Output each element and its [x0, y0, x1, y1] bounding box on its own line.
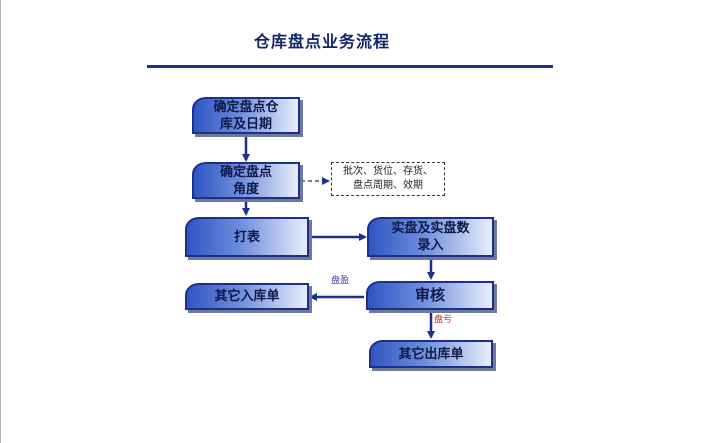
node-confirm-warehouse-date-line1: 确定盘点仓: [213, 99, 279, 115]
diagram-title: 仓库盘点业务流程: [254, 32, 391, 51]
node-confirm-angle-line1: 确定盘点: [219, 164, 272, 180]
node-actual-count-entry-line2: 录入: [417, 238, 444, 253]
node-confirm-warehouse-date-line2: 库及日期: [219, 116, 272, 132]
node-audit: 审核: [366, 281, 494, 310]
node-other-inbound-order: 其它入库单: [185, 283, 309, 310]
title-underline: [147, 65, 553, 68]
node-print-sheet: 打表: [185, 217, 309, 257]
node-actual-count-entry-line1: 实盘及实盘数: [391, 221, 470, 236]
note-line2: 盘点周期、效期: [353, 180, 423, 191]
left-border-line: [0, 0, 1, 443]
node-confirm-angle: 确定盘点 角度: [192, 162, 300, 199]
node-print-sheet-label: 打表: [233, 229, 260, 245]
node-actual-count-entry: 实盘及实盘数 录入: [367, 217, 494, 257]
node-audit-label: 审核: [414, 286, 445, 304]
node-other-outbound-order: 其它出库单: [369, 340, 493, 368]
node-confirm-warehouse-date: 确定盘点仓 库及日期: [192, 97, 300, 134]
node-confirm-angle-line2: 角度: [232, 181, 259, 197]
note-line1: 批次、货位、存货、: [343, 166, 433, 177]
edge-label-loss: 盘亏: [434, 315, 453, 325]
node-other-inbound-order-label: 其它入库单: [214, 289, 280, 304]
node-other-outbound-order-label: 其它出库单: [398, 346, 464, 362]
edge-label-surplus: 盘盈: [331, 276, 350, 286]
note-dimensions: 批次、货位、存货、 盘点周期、效期: [331, 162, 445, 196]
